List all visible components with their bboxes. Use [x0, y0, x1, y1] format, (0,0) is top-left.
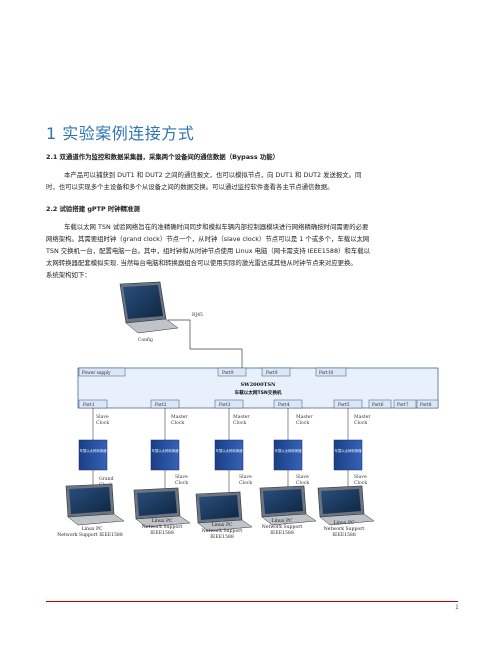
upper-role-label: Clock [96, 420, 109, 426]
upper-role-label: Master [354, 414, 371, 420]
laptop-screen-icon [321, 489, 361, 514]
switch-top-port [315, 367, 347, 377]
upper-role-label: Clock [354, 420, 367, 426]
pc-label: IEEE1588 [332, 532, 356, 538]
pc-label: Linux PC [151, 518, 173, 524]
upper-role-label: Clock [233, 420, 246, 426]
node-column-5: Master Clock 车载以太网转换器 Slave Clock Linux … [317, 408, 375, 538]
power-supply-port [78, 367, 126, 377]
pc-label: Network Support [324, 526, 365, 532]
upper-role-label: Master [233, 414, 250, 420]
laptop-keyboard-icon [319, 513, 375, 526]
ethernet-converter [333, 439, 363, 471]
switch-port-7 [393, 399, 417, 409]
laptop-screen-icon [263, 489, 303, 514]
pc-label: Linux PC [333, 520, 355, 526]
section-2-2-body-line-4: 太网转换器配套模拟实现. 当然每台电脑和转换器组合可以使用实际的激光雷达或其他从… [46, 259, 357, 267]
switch-port-4-label: Port4 [278, 402, 290, 407]
lower-role-label: Clock [354, 480, 367, 486]
switch-model-label: SW2000TSN [240, 382, 275, 388]
switch-bottom-ports: Port1 Port2 Port3 Port4 Port5 Port6 Port… [78, 399, 439, 409]
page-number: 1 [455, 604, 459, 611]
switch-port-5-label: Port5 [338, 402, 350, 407]
upper-role-label: Slave [96, 414, 109, 420]
pc-label: IEEE1588 [270, 530, 294, 536]
converter-label: 车载以太网转换器 [274, 448, 302, 453]
laptop-screen-icon [199, 495, 239, 520]
lower-role-label: Slave [354, 474, 367, 480]
rj45-cable [168, 319, 243, 368]
laptop-keyboard-icon [197, 519, 253, 532]
lower-role-label: Clock [296, 480, 309, 486]
laptop-keyboard-icon [135, 515, 191, 528]
section-2-1-body-line-2: 时，也可以实现多个主设备和多个从设备之间的数据交换。可以通过监控软件查看各主节点… [46, 183, 334, 191]
converter-label: 车载以太网转换器 [215, 448, 243, 453]
section-2-2-body-line-5: 系统架构如下： [46, 271, 91, 279]
switch-port-1-label: Port1 [83, 402, 95, 407]
ethernet-converter [273, 439, 303, 471]
switch-top-port-label: Port9 [266, 370, 278, 375]
switch-top-port [217, 367, 247, 377]
lower-role-label: Slave [296, 474, 309, 480]
converter-label: 车载以太网转换器 [151, 448, 179, 453]
laptop-keyboard-icon [261, 513, 317, 526]
switch-port-2-label: Port2 [155, 402, 167, 407]
config-label: Config [138, 337, 153, 343]
section-2-2-body-line-3: TSN 交换机一台，配置电脑一台。其中，组时钟和从时钟节点使用 Linux 电脑… [46, 247, 370, 255]
pc-label: IEEE1588 [210, 534, 234, 540]
pc-label: Network Support [142, 524, 183, 530]
upper-role-label: Clock [296, 420, 309, 426]
node-column-1: Slave Clock 车载以太网转换器 Grand Clock Linux P… [57, 408, 125, 538]
switch-port-8-label: Port8 [420, 402, 432, 407]
pc-label: IEEE1588 [150, 530, 174, 536]
section-2-2-body-line-1: 车载以太网 TSN 试验网络旨在的准精确时间同步和模拟车辆内部控制器模块进行网络… [64, 223, 369, 231]
pc-label: Linux PC [81, 526, 103, 532]
switch-port-8 [416, 399, 439, 409]
ethernet-converter [150, 439, 180, 471]
section-2-2-body-line-2: 网络架构。其需要组时钟（grand clock）节点一个，从时钟（slave c… [46, 235, 370, 243]
upper-role-label: Master [296, 414, 313, 420]
switch-port-6-label: Port6 [372, 402, 384, 407]
pc-label: Network Support [202, 528, 243, 534]
laptop-screen-icon [137, 491, 177, 516]
switch-top-port [261, 367, 291, 377]
pc-label: Linux PC [271, 518, 293, 524]
section-2-2-heading: 2.2 试验搭建 gPTP 时钟精准测 [46, 205, 140, 213]
switch-name-label: 车载以太网TSN交换机 [234, 389, 281, 396]
lower-role-label: Slave [239, 474, 252, 480]
upper-role-label: Master [171, 414, 188, 420]
switch-top-port-label: Port10 [319, 370, 334, 375]
section-2-1-heading: 2.1 双通道作为监控和数据采集器，采集两个设备间的通信数据（Bypass 功能… [46, 153, 280, 161]
power-supply-label: Power supply [82, 370, 111, 375]
pc-label: Linux PC [211, 522, 233, 528]
switch-port-3-label: Port3 [219, 402, 231, 407]
section-2-1-body-line-1: 本产品可以捕获到 DUT1 和 DUT2 之间的通信报文，也可以模拟节点，向 D… [64, 171, 362, 179]
config-laptop [119, 281, 179, 334]
pc-label: Network Support IEEE1588 [57, 532, 123, 538]
ethernet-converter [78, 439, 108, 471]
lower-role-label: Slave [175, 474, 188, 480]
rj45-label: RJ45 [192, 312, 203, 318]
lower-role-label: Clock [239, 480, 252, 486]
ethernet-converter [214, 439, 244, 471]
switch-top-port-label: Port9 [222, 370, 234, 375]
lower-role-label: Clock [175, 480, 188, 486]
upper-role-label: Clock [171, 420, 184, 426]
pc-label: Network Support [262, 524, 303, 530]
node-column-2: Master Clock 车载以太网转换器 Slave Clock Linux … [133, 408, 191, 536]
laptop-screen-icon [69, 487, 111, 514]
footer-divider [46, 601, 458, 602]
node-column-4: Master Clock 车载以太网转换器 Slave Clock Linux … [259, 408, 317, 536]
switch-port-7-label: Port7 [397, 402, 409, 407]
lower-role-label: Grand [99, 476, 114, 482]
laptop-keyboard-icon [67, 513, 125, 526]
converter-label: 车载以太网转换器 [79, 448, 107, 453]
node-column-3: Master Clock 车载以太网转换器 Slave Clock Linux … [195, 408, 253, 540]
switch-port-6 [368, 399, 392, 409]
converter-label: 车载以太网转换器 [334, 448, 362, 453]
page-title: 1 实验案例连接方式 [46, 124, 195, 143]
